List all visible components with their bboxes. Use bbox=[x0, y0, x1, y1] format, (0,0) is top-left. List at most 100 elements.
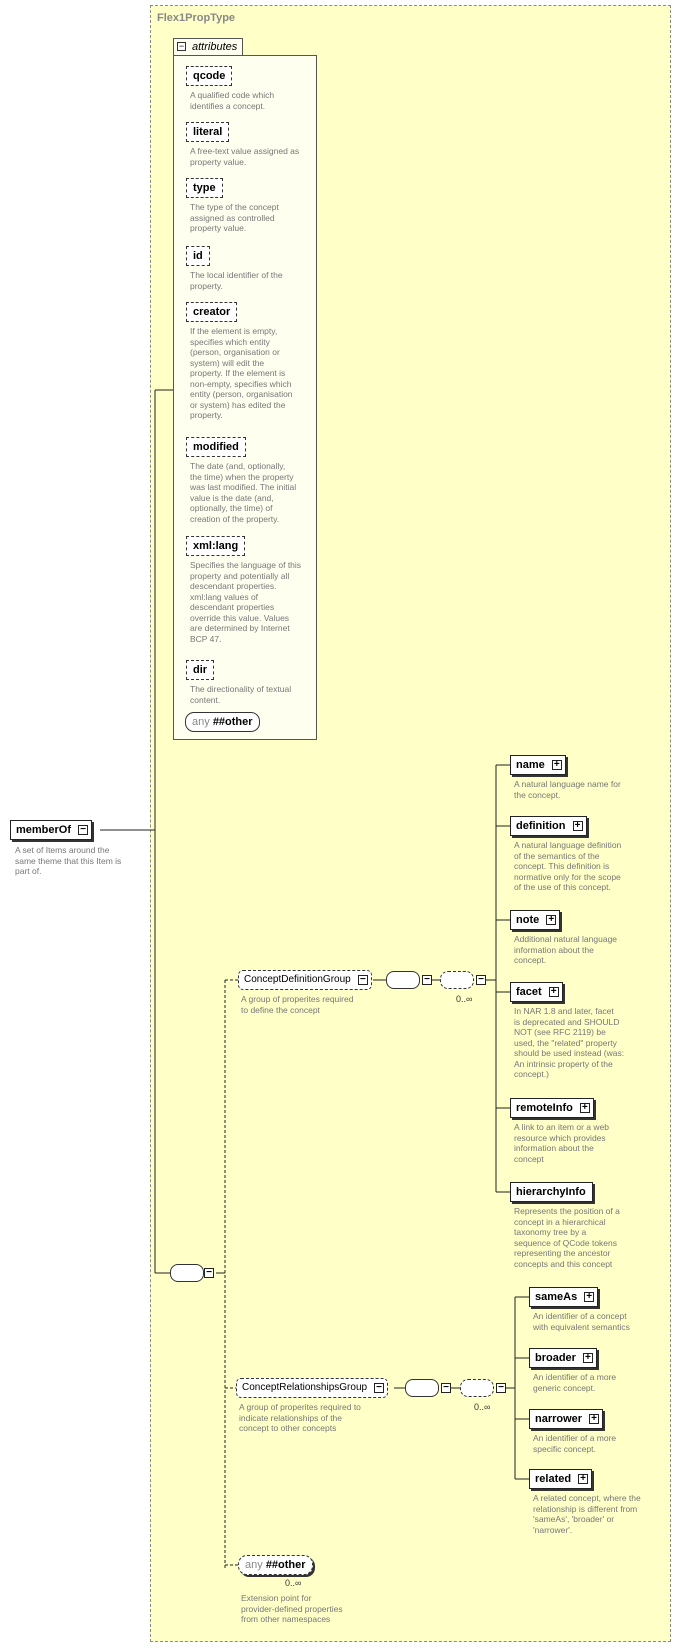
collapse-icon[interactable]: − bbox=[374, 1383, 385, 1393]
description-line: NOT (see RFC 2119) be bbox=[514, 1027, 606, 1037]
description-line: In NAR 1.8 and later, facet bbox=[514, 1006, 614, 1016]
sequence-compositor-icon bbox=[170, 1264, 204, 1282]
attribute-modified[interactable]: modified bbox=[186, 437, 246, 457]
expand-icon[interactable]: + bbox=[572, 821, 583, 831]
expand-icon[interactable]: + bbox=[584, 1292, 595, 1302]
collapse-icon[interactable]: − bbox=[476, 975, 486, 985]
root-element-label: memberOf bbox=[16, 824, 72, 836]
description-line: specifies which entity bbox=[190, 336, 270, 347]
description-line: xml:lang values of bbox=[190, 591, 259, 602]
description-line: A natural language definition bbox=[514, 840, 622, 850]
description-line: value is the date (and, bbox=[190, 492, 274, 503]
attributes-tab[interactable]: − attributes bbox=[173, 38, 243, 55]
expand-icon[interactable]: + bbox=[551, 760, 562, 770]
description-line: generic concept. bbox=[533, 1382, 596, 1393]
element-note[interactable]: note+ bbox=[510, 910, 561, 930]
expand-icon[interactable]: + bbox=[582, 1353, 593, 1363]
group-cardinality: 0..∞ bbox=[456, 994, 473, 1004]
description-line: of the use of this concept. bbox=[514, 882, 611, 892]
extension-cardinality: 0..∞ bbox=[285, 1578, 302, 1588]
extension-any-other[interactable]: any ##other bbox=[238, 1555, 313, 1575]
attribute-qcode[interactable]: qcode bbox=[186, 66, 233, 86]
description-line: An identifier of a more bbox=[533, 1372, 617, 1382]
expand-icon[interactable]: + bbox=[548, 987, 559, 997]
element-definition[interactable]: definition+ bbox=[510, 816, 587, 836]
attributes-tab-label: attributes bbox=[192, 41, 238, 53]
description-line: information about the bbox=[514, 944, 594, 955]
description-line: property value. bbox=[190, 156, 247, 167]
element-label: related bbox=[535, 1473, 572, 1485]
description-line: concept. This definition is bbox=[514, 861, 610, 871]
element-label: remoteInfo bbox=[516, 1102, 573, 1114]
element-label: facet bbox=[516, 986, 542, 998]
collapse-icon[interactable]: − bbox=[78, 825, 89, 835]
element-facet[interactable]: facet + bbox=[510, 982, 563, 1002]
attribute-creator[interactable]: creator bbox=[186, 302, 238, 322]
description-line: 'sameAs', 'broader' or bbox=[533, 1514, 615, 1524]
group-ConceptRelationshipsGroup[interactable]: ConceptRelationshipsGroup− bbox=[236, 1378, 389, 1398]
sequence-compositor-icon bbox=[386, 971, 420, 989]
collapse-icon[interactable]: − bbox=[422, 975, 432, 985]
expand-icon[interactable]: + bbox=[579, 1103, 590, 1113]
description-line: taxonomy tree by a bbox=[514, 1227, 587, 1237]
description-line: was last modified. The initial bbox=[190, 482, 297, 492]
element-broader[interactable]: broader+ bbox=[529, 1348, 597, 1368]
element-hierarchyInfo[interactable]: hierarchyInfo bbox=[510, 1182, 593, 1202]
description-line: indicate relationships of the bbox=[239, 1412, 343, 1423]
element-sameAs[interactable]: sameAs+ bbox=[529, 1287, 599, 1307]
expand-icon[interactable]: + bbox=[546, 915, 557, 925]
attributes-panel bbox=[173, 55, 317, 740]
element-label: hierarchyInfo bbox=[516, 1186, 586, 1198]
collapse-icon[interactable]: − bbox=[357, 975, 368, 985]
description-line: A related concept, where the bbox=[533, 1493, 641, 1503]
root-element-memberof[interactable]: memberOf − bbox=[10, 820, 93, 840]
collapse-icon[interactable]: − bbox=[177, 41, 186, 51]
element-related[interactable]: related + bbox=[529, 1469, 593, 1489]
expand-icon[interactable]: + bbox=[589, 1414, 600, 1424]
description-line: concept.) bbox=[514, 1069, 549, 1079]
element-remoteInfo[interactable]: remoteInfo + bbox=[510, 1098, 594, 1118]
description-line: A group of properites required to bbox=[239, 1402, 361, 1412]
description-line: A link to an item or a web bbox=[514, 1122, 609, 1132]
any-other-attribute[interactable]: any ##other bbox=[185, 712, 260, 732]
element-narrower[interactable]: narrower+ bbox=[529, 1409, 604, 1429]
description-line: property. If the element is bbox=[190, 368, 286, 378]
description-line: The date (and, optionally, bbox=[190, 461, 286, 471]
collapse-icon[interactable]: − bbox=[441, 1383, 451, 1393]
attribute-dir[interactable]: dir bbox=[186, 660, 215, 680]
attribute-description: The date (and, optionally,the time) when… bbox=[190, 461, 296, 524]
description-line: BCP 47. bbox=[190, 633, 222, 644]
element-name[interactable]: name + bbox=[510, 755, 566, 775]
expand-icon[interactable]: + bbox=[578, 1474, 589, 1484]
description-line: identifies a concept. bbox=[190, 100, 266, 111]
attribute-type[interactable]: type bbox=[186, 178, 223, 198]
description-line: assigned as controlled bbox=[190, 212, 275, 223]
attribute-id[interactable]: id bbox=[186, 246, 210, 266]
attribute-xml-lang[interactable]: xml:lang bbox=[186, 536, 246, 556]
group-ConceptDefinitionGroup[interactable]: ConceptDefinitionGroup− bbox=[238, 970, 372, 990]
element-label: name bbox=[516, 759, 545, 771]
description-line: If the element is empty, bbox=[190, 326, 278, 336]
group-label: ConceptDefinitionGroup bbox=[244, 974, 351, 985]
description-line: sequence of QCode tokens bbox=[514, 1237, 618, 1248]
description-line: A free-text value assigned as bbox=[190, 146, 300, 156]
sequence-compositor-icon bbox=[405, 1379, 439, 1397]
choice-compositor-icon bbox=[440, 971, 474, 989]
description-line: concept. bbox=[514, 955, 547, 965]
collapse-icon[interactable]: − bbox=[204, 1268, 214, 1278]
attribute-literal[interactable]: literal bbox=[186, 122, 230, 142]
description-line: Additional natural language bbox=[514, 934, 618, 944]
collapse-icon[interactable]: − bbox=[496, 1383, 506, 1393]
description-line: same theme that this Item is bbox=[15, 855, 122, 866]
description-line: of the semantics of the bbox=[514, 850, 600, 861]
